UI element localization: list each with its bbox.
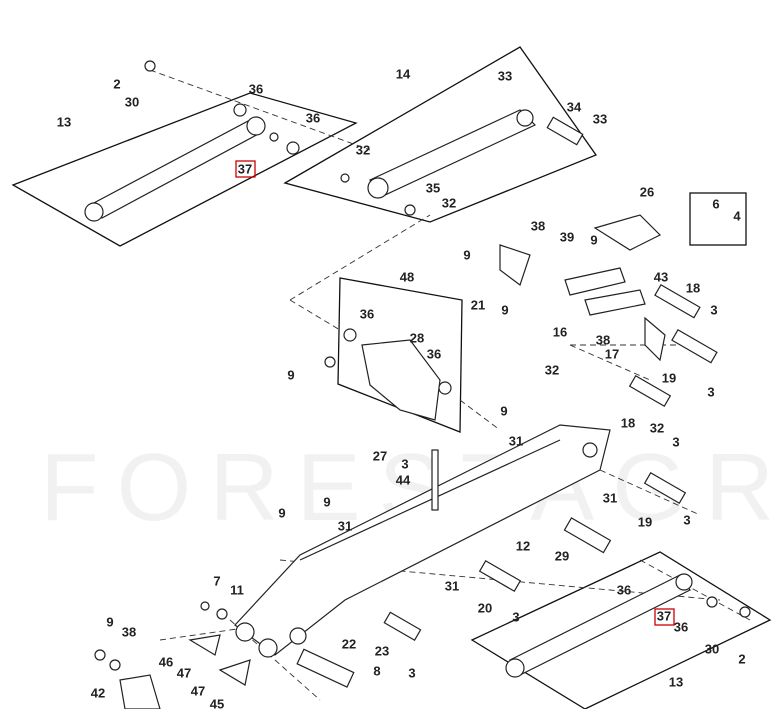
callout-43: 43	[654, 269, 668, 284]
callout-8: 8	[373, 663, 380, 678]
highlight-box-37-top	[235, 160, 256, 178]
callout-21: 21	[471, 297, 485, 312]
lower-parts	[94, 601, 422, 709]
callout-14: 14	[396, 66, 411, 81]
callout-36: 36	[674, 619, 688, 634]
callout-3: 3	[672, 434, 679, 449]
callout-31: 31	[509, 433, 523, 448]
callout-34: 34	[567, 99, 582, 114]
callout-3: 3	[401, 456, 408, 471]
callout-2: 2	[113, 76, 120, 91]
arm-13-top	[84, 60, 300, 222]
callout-9: 9	[463, 247, 470, 262]
callout-32: 32	[650, 420, 664, 435]
bracket-28	[324, 328, 452, 421]
frame-14	[283, 46, 598, 223]
callout-31: 31	[445, 578, 459, 593]
callout-19: 19	[662, 370, 676, 385]
callout-9: 9	[500, 403, 507, 418]
callout-18: 18	[686, 280, 700, 295]
callout-13: 13	[669, 674, 683, 689]
callout-36: 36	[360, 306, 374, 321]
callout-33: 33	[593, 111, 607, 126]
callout-9: 9	[590, 232, 597, 247]
callout-37: 37	[238, 161, 252, 176]
callout-30: 30	[125, 94, 139, 109]
callout-6: 6	[712, 196, 719, 211]
callout-3: 3	[710, 302, 717, 317]
callout-9: 9	[323, 494, 330, 509]
callout-36: 36	[617, 582, 631, 597]
callout-33: 33	[498, 68, 512, 83]
callout-42: 42	[91, 685, 105, 700]
callout-22: 22	[342, 636, 356, 651]
callout-9: 9	[501, 302, 508, 317]
callout-11: 11	[230, 582, 244, 597]
highlight-box-37-bottom	[654, 608, 675, 626]
callout-37: 37	[657, 608, 671, 623]
callout-28: 28	[410, 330, 424, 345]
callout-23: 23	[375, 643, 389, 658]
arm-14	[340, 109, 584, 216]
callout-31: 31	[603, 490, 617, 505]
callout-48: 48	[400, 269, 414, 284]
callout-30: 30	[705, 641, 719, 656]
callout-47: 47	[191, 683, 205, 698]
callout-9: 9	[106, 614, 113, 629]
frame-13-bottom	[470, 551, 772, 709]
arm-13-bottom	[505, 573, 751, 678]
callout-29: 29	[555, 548, 569, 563]
callout-27: 27	[373, 448, 387, 463]
callout-7: 7	[213, 573, 220, 588]
callout-3: 3	[707, 384, 714, 399]
callout-38: 38	[596, 332, 610, 347]
callout-13: 13	[57, 114, 71, 129]
callout-32: 32	[442, 195, 456, 210]
callout-35: 35	[426, 180, 440, 195]
callout-47: 47	[177, 665, 191, 680]
callout-3: 3	[683, 512, 690, 527]
frame-hardware	[689, 192, 747, 246]
callout-32: 32	[356, 142, 370, 157]
linkage-parts	[478, 214, 718, 593]
callout-38: 38	[122, 624, 136, 639]
callout-39: 39	[560, 229, 574, 244]
callout-17: 17	[605, 346, 619, 361]
callout-20: 20	[478, 600, 492, 615]
boom-12	[234, 424, 611, 658]
callout-32: 32	[545, 362, 559, 377]
callout-46: 46	[159, 654, 173, 669]
callout-36: 36	[249, 81, 263, 96]
callout-3: 3	[408, 665, 415, 680]
callout-36: 36	[427, 346, 441, 361]
callout-19: 19	[638, 514, 652, 529]
callout-44: 44	[396, 472, 411, 487]
callout-4: 4	[733, 208, 741, 223]
callout-9: 9	[278, 505, 285, 520]
callout-9: 9	[287, 367, 294, 382]
callout-45: 45	[210, 696, 224, 709]
callout-12: 12	[516, 538, 530, 553]
callout-18: 18	[621, 415, 635, 430]
callout-16: 16	[553, 324, 567, 339]
frame-13-top	[11, 92, 358, 247]
callout-3: 3	[512, 609, 519, 624]
callout-36: 36	[306, 110, 320, 125]
callout-38: 38	[531, 218, 545, 233]
frame-48	[337, 277, 463, 433]
callout-26: 26	[640, 184, 654, 199]
callout-2: 2	[738, 651, 745, 666]
callout-31: 31	[338, 518, 352, 533]
